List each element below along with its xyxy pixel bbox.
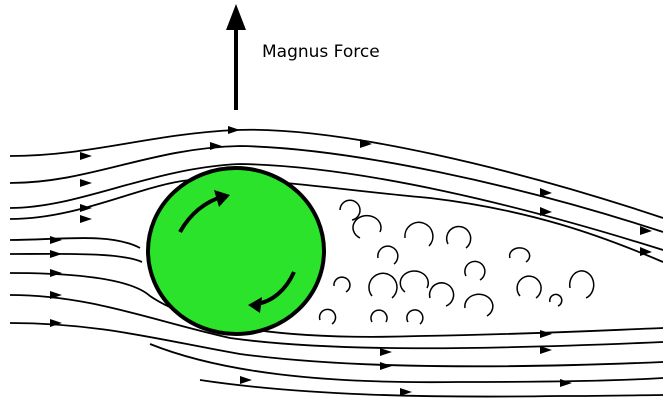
wake-vortices — [320, 200, 594, 324]
vortex — [517, 276, 541, 298]
vortex — [340, 200, 360, 220]
streamline — [10, 130, 663, 218]
vortex — [371, 310, 387, 322]
streamline — [10, 295, 663, 348]
force-arrow-icon — [226, 4, 246, 110]
vortex — [570, 271, 594, 298]
vortex — [378, 246, 398, 264]
magnus-force-label: Magnus Force — [262, 42, 380, 62]
vortex — [405, 222, 433, 246]
vortex — [465, 261, 485, 280]
vortex — [447, 227, 471, 248]
vortex — [334, 277, 350, 292]
streamline — [10, 238, 140, 248]
streamline — [150, 344, 663, 382]
vortex — [320, 309, 336, 324]
vortex — [430, 283, 454, 306]
streamline — [10, 323, 663, 366]
vortex — [550, 294, 562, 306]
streamline — [10, 164, 663, 250]
vortex — [510, 248, 530, 262]
vortex — [369, 273, 397, 298]
vortex — [465, 294, 493, 316]
vortex — [353, 216, 381, 238]
vortex — [400, 271, 428, 292]
streamline — [10, 273, 663, 337]
streamline — [10, 254, 142, 262]
vortex — [407, 310, 423, 324]
streamlines — [10, 130, 663, 397]
rotating-ball — [148, 168, 324, 334]
